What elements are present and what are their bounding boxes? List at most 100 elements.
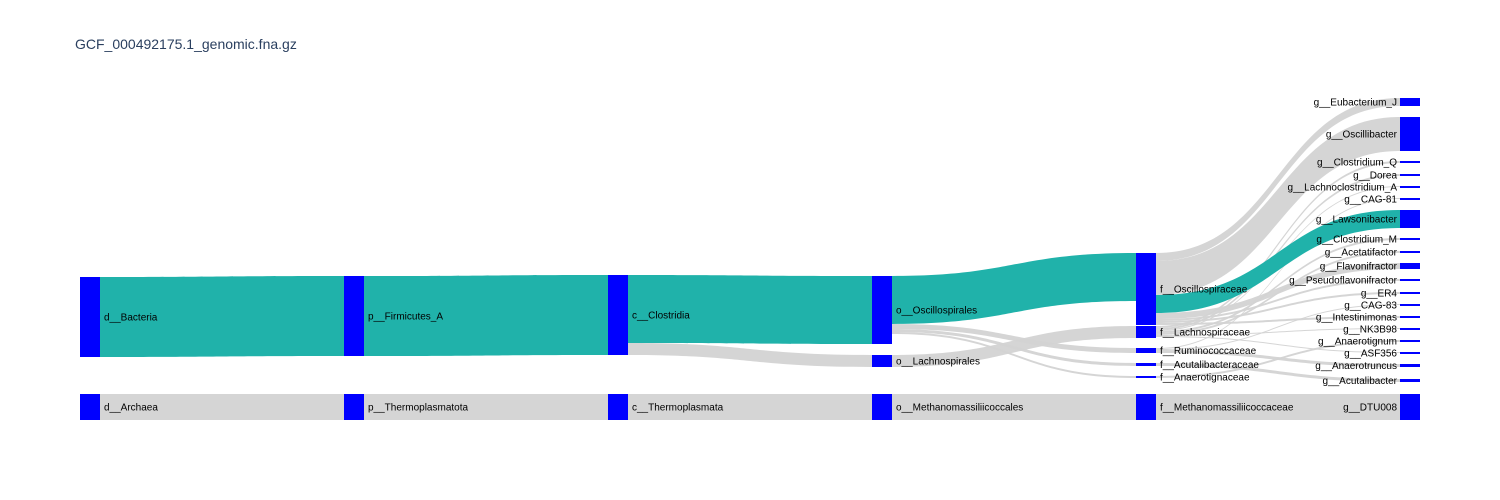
node-label-d_bac: d__Bacteria: [104, 313, 158, 324]
node-o_osc[interactable]: [872, 276, 892, 344]
link-d_bac-p_firm[interactable]: [100, 276, 344, 357]
node-g_ace[interactable]: [1400, 251, 1420, 253]
link-f_lach-g_nk3[interactable]: [1156, 328, 1400, 336]
node-label-f_lach: f__Lachnospiraceae: [1160, 328, 1251, 339]
link-f_osc-g_law[interactable]: [1156, 210, 1400, 313]
link-o_lach-f_lach[interactable]: [892, 326, 1136, 367]
node-g_c81[interactable]: [1400, 198, 1420, 200]
node-label-g_antr: g__Anaerotruncus: [1315, 361, 1397, 372]
link-f_acu-g_acu[interactable]: [1156, 363, 1400, 382]
node-d_arc[interactable]: [80, 394, 100, 420]
node-g_dor[interactable]: [1400, 174, 1420, 176]
node-label-g_fla: g__Flavonifractor: [1320, 262, 1398, 273]
node-label-g_osc: g__Oscillibacter: [1326, 130, 1398, 141]
link-layer: [100, 98, 1400, 420]
link-c_clos-o_osc[interactable]: [628, 275, 872, 344]
node-label-p_ther: p__Thermoplasmatota: [368, 403, 468, 414]
node-g_nk3[interactable]: [1400, 328, 1420, 330]
link-f_osc-g_er4[interactable]: [1156, 292, 1400, 323]
node-label-g_cloq: g__Clostridium_Q: [1317, 158, 1397, 169]
node-label-c_clos: c__Clostridia: [632, 311, 690, 322]
node-f_ana[interactable]: [1136, 376, 1156, 378]
node-g_er4[interactable]: [1400, 292, 1420, 294]
link-f_rum-g_antr[interactable]: [1156, 350, 1400, 367]
node-label-g_nk3: g__NK3B98: [1343, 325, 1397, 336]
node-label-f_meth: f__Methanomassiliicoccaceae: [1160, 403, 1294, 414]
link-f_lach-g_dor[interactable]: [1156, 174, 1400, 330]
link-f_lach-g_cloq[interactable]: [1156, 161, 1400, 328]
link-c_clos-o_lach[interactable]: [628, 343, 872, 367]
node-o_meth[interactable]: [872, 394, 892, 420]
node-label-f_ana: f__Anaerotignaceae: [1160, 373, 1250, 384]
link-f_lach-g_clom[interactable]: [1156, 238, 1400, 333]
node-g_asf[interactable]: [1400, 352, 1420, 354]
node-f_meth[interactable]: [1136, 394, 1156, 420]
node-label-g_eub: g__Eubacterium_J: [1314, 98, 1397, 109]
link-f_osc-g_int[interactable]: [1156, 316, 1400, 325]
node-p_ther[interactable]: [344, 394, 364, 420]
node-label-f_rum: f__Ruminococcaceae: [1160, 346, 1257, 357]
link-f_rum-g_c81[interactable]: [1156, 198, 1400, 349]
link-p_firm-c_clos[interactable]: [364, 275, 608, 356]
node-label-g_pse: g__Pseudoflavonifractor: [1289, 276, 1398, 287]
node-label-g_c81: g__CAG-81: [1344, 195, 1397, 206]
node-label-g_ant: g__Anaerotignum: [1318, 337, 1397, 348]
link-f_meth-g_dtu[interactable]: [1156, 394, 1400, 420]
node-g_clom[interactable]: [1400, 238, 1420, 240]
link-f_osc-g_osc[interactable]: [1156, 117, 1400, 295]
node-c_clos[interactable]: [608, 275, 628, 355]
link-f_osc-g_fla[interactable]: [1156, 263, 1400, 319]
node-label-g_ace: g__Acetatifactor: [1325, 248, 1398, 259]
node-g_int[interactable]: [1400, 316, 1420, 318]
node-o_lach[interactable]: [872, 355, 892, 367]
node-g_osc[interactable]: [1400, 117, 1420, 151]
link-o_osc-f_ana[interactable]: [892, 332, 1136, 378]
link-p_ther-c_ther[interactable]: [364, 394, 608, 420]
link-d_arc-p_ther[interactable]: [100, 394, 344, 420]
node-label-g_law: g__Lawsonibacter: [1316, 215, 1398, 226]
link-f_lach-g_asf[interactable]: [1156, 336, 1400, 353]
node-f_lach[interactable]: [1136, 326, 1156, 338]
node-g_law[interactable]: [1400, 210, 1420, 228]
link-f_osc-g_pse[interactable]: [1156, 279, 1400, 321]
label-layer: d__Bacteria d__Archaea p__Firmicutes_A p__T…: [104, 98, 1398, 414]
link-o_osc-f_osc[interactable]: [892, 253, 1136, 324]
node-g_cloq[interactable]: [1400, 161, 1420, 163]
node-g_acu[interactable]: [1400, 379, 1420, 382]
node-g_pse[interactable]: [1400, 279, 1420, 281]
node-label-g_dtu: g__DTU008: [1343, 403, 1397, 414]
node-g_antr[interactable]: [1400, 364, 1420, 367]
node-g_dtu[interactable]: [1400, 394, 1420, 420]
link-o_osc-f_rum[interactable]: [892, 324, 1136, 353]
node-g_eub[interactable]: [1400, 98, 1420, 106]
node-c_ther[interactable]: [608, 394, 628, 420]
node-label-g_dor: g__Dorea: [1353, 171, 1397, 182]
node-label-g_asf: g__ASF356: [1344, 349, 1397, 360]
node-p_firm[interactable]: [344, 276, 364, 356]
node-label-g_c83: g__CAG-83: [1344, 301, 1397, 312]
node-g_ant[interactable]: [1400, 340, 1420, 342]
node-d_bac[interactable]: [80, 277, 100, 357]
node-g_c83[interactable]: [1400, 304, 1420, 306]
link-o_meth-f_meth[interactable]: [892, 394, 1136, 420]
link-f_osc-g_eub[interactable]: [1156, 98, 1400, 261]
node-label-d_arc: d__Archaea: [104, 403, 158, 414]
node-f_acu[interactable]: [1136, 363, 1156, 366]
node-layer: [80, 98, 1420, 420]
link-f_rum-g_c83[interactable]: [1156, 304, 1400, 350]
node-label-o_lach: o__Lachnospirales: [896, 357, 980, 368]
node-label-g_lcA: g__Lachnoclostridium_A: [1287, 183, 1397, 194]
node-label-g_acu: g__Acutalibacter: [1323, 376, 1398, 387]
node-label-c_ther: c__Thermoplasmata: [632, 403, 724, 414]
node-label-o_meth: o__Methanomassiliicoccales: [896, 403, 1023, 414]
node-label-g_er4: g__ER4: [1361, 289, 1398, 300]
link-c_ther-o_meth[interactable]: [628, 394, 872, 420]
node-f_osc[interactable]: [1136, 253, 1156, 325]
node-label-p_firm: p__Firmicutes_A: [368, 312, 443, 323]
node-label-f_osc: f__Oscillospiraceae: [1160, 285, 1248, 296]
node-g_fla[interactable]: [1400, 263, 1420, 269]
node-f_rum[interactable]: [1136, 348, 1156, 353]
node-label-o_osc: o__Oscillospirales: [896, 306, 977, 317]
node-g_lcA[interactable]: [1400, 186, 1420, 188]
